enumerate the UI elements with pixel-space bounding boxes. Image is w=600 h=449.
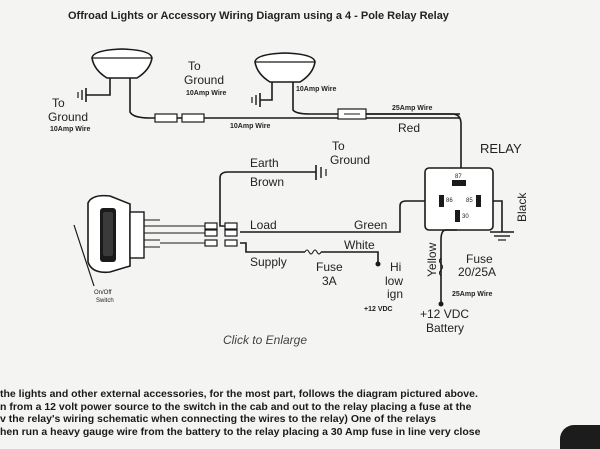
red-label: Red [398, 121, 420, 135]
article-line: n from a 12 volt power source to the swi… [0, 400, 472, 413]
wire-25-b-label: 25Amp Wire [452, 291, 493, 298]
harness-connector [224, 239, 238, 247]
mid-ground-icon [251, 82, 273, 107]
article-text: the lights and other external accessorie… [0, 388, 560, 438]
v12-small-label: +12 VDC [364, 306, 393, 313]
bottom-wire-label: 10Amp Wire [230, 123, 271, 130]
right-light-icon [254, 52, 316, 83]
fuse-3a-label: Fuse [316, 260, 343, 274]
switch-label: Switch [96, 298, 114, 304]
wiring-diagram: Offroad Lights or Accessory Wiring Diagr… [48, 10, 529, 335]
harness-connector [204, 229, 218, 237]
load-label: Load [250, 218, 277, 232]
wire-25-label: 25Amp Wire [392, 105, 433, 112]
v12-label: +12 VDC [420, 307, 469, 321]
right-wire-label: 10Amp Wire [296, 86, 337, 93]
pin-85-label: 85 [466, 198, 473, 204]
mid-ground-label: Ground [184, 73, 224, 87]
corner-overlay [560, 425, 600, 449]
harness-connector [204, 222, 218, 230]
earth-ground-icon [315, 165, 327, 180]
diagram-title: Offroad Lights or Accessory Wiring Diagr… [68, 10, 450, 22]
click-to-enlarge-link[interactable]: Click to Enlarge [222, 333, 308, 347]
pin-30-label: 30 [462, 214, 469, 220]
mid-to-label: To [188, 59, 201, 73]
battery-terminal-icon [438, 301, 444, 307]
ignition-terminal-icon [375, 261, 381, 267]
green-label: Green [354, 218, 387, 232]
left-to-label: To [52, 96, 65, 110]
rocker-switch-icon [87, 194, 160, 274]
left-ground-icon [77, 78, 111, 102]
article-line: hen run a heavy gauge wire from the batt… [0, 425, 481, 438]
article-line: the lights and other external accessorie… [0, 388, 478, 400]
fuse-20-value: 20/25A [458, 265, 496, 279]
harness-connector [224, 222, 238, 230]
left-ground-label: Ground [48, 110, 88, 124]
battery-label: Battery [426, 321, 464, 335]
harness-connector [204, 239, 218, 247]
mid-wire-label: 10Amp Wire [186, 90, 227, 97]
black-label: Black [515, 192, 529, 222]
relay-label: RELAY [480, 141, 522, 156]
fuse-20-label: Fuse [466, 252, 493, 266]
harness-connector [224, 229, 238, 237]
pin-86-label: 86 [446, 198, 453, 204]
relay-ground-icon [490, 231, 514, 241]
right-to-label: To [332, 139, 345, 153]
ign-label: ign [387, 287, 403, 301]
right-ground-label: Ground [330, 153, 370, 167]
earth-label: Earth [250, 156, 279, 170]
low-label: low [385, 274, 403, 288]
yellow-label: Yellow [425, 242, 439, 277]
inline-connector [154, 113, 178, 123]
white-label: White [344, 238, 375, 252]
left-light-icon [91, 48, 153, 79]
brown-label: Brown [250, 175, 284, 189]
left-wire-label: 10Amp Wire [50, 126, 91, 133]
relay-box [424, 167, 494, 231]
hi-label: Hi [390, 260, 401, 274]
article-line: v the relay's wiring schematic when conn… [0, 413, 437, 425]
inline-connector [181, 113, 205, 123]
fuse-3a-value: 3A [322, 274, 337, 288]
supply-label: Supply [250, 255, 287, 269]
onoff-label: On/Off [94, 290, 112, 296]
pin-87-label: 87 [455, 174, 462, 180]
